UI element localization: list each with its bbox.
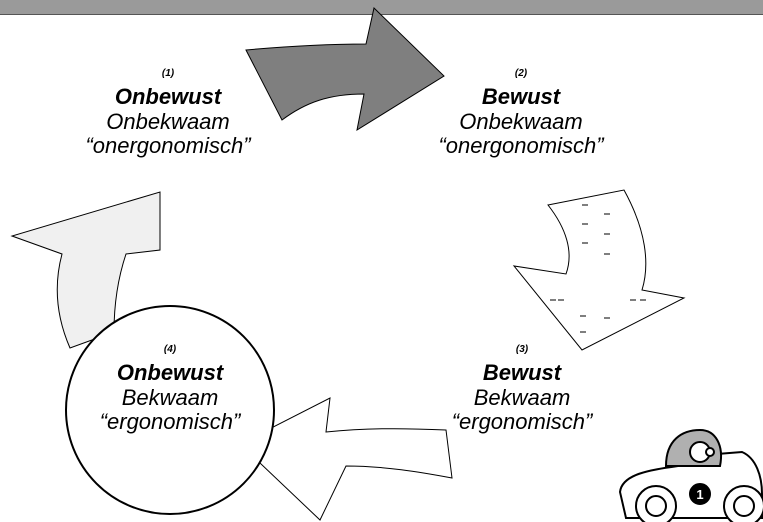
stage-3-state: Bewust — [482, 360, 562, 386]
car-badge: 1 — [696, 487, 703, 502]
arrow-stage1-to-stage2 — [245, 7, 445, 132]
stage-1: (1) Onbewust Onbekwaam “onergonomisch” — [55, 68, 281, 159]
stage-4-state: Onbewust — [116, 360, 224, 386]
top-bar — [0, 0, 763, 15]
dash-marks — [550, 204, 646, 333]
stage-4: (4) Onbewust Bekwaam “ergonomisch” — [57, 344, 283, 435]
stage-4-quote: “ergonomisch” — [99, 409, 241, 435]
stage-3: (3) Bewust Bekwaam “ergonomisch” — [409, 344, 635, 435]
stage-2-skill: Onbekwaam — [459, 108, 583, 134]
stage-2-quote: “onergonomisch” — [438, 133, 604, 159]
stage-1-state: Onbewust — [114, 84, 222, 110]
arrow-stage4-to-stage1 — [10, 191, 161, 349]
stage-4-number: (4) — [163, 344, 177, 355]
stage-2-state: Bewust — [481, 84, 561, 110]
arrow-stage3-to-stage4 — [239, 397, 453, 521]
stage4-highlight-circle — [65, 305, 275, 515]
stage-2-number: (2) — [514, 68, 528, 79]
stage-1-skill: Onbekwaam — [106, 108, 230, 134]
stage-2: (2) Bewust Onbekwaam “onergonomisch” — [408, 68, 634, 159]
race-car-icon: 1 — [618, 428, 763, 522]
stage-1-quote: “onergonomisch” — [85, 133, 251, 159]
stage-3-quote: “ergonomisch” — [451, 409, 593, 435]
stage-3-number: (3) — [515, 344, 529, 355]
stage-4-skill: Bekwaam — [121, 384, 219, 410]
stage-3-skill: Bekwaam — [473, 384, 571, 410]
stage-1-number: (1) — [161, 68, 175, 79]
arrow-stage2-to-stage3 — [512, 189, 686, 351]
